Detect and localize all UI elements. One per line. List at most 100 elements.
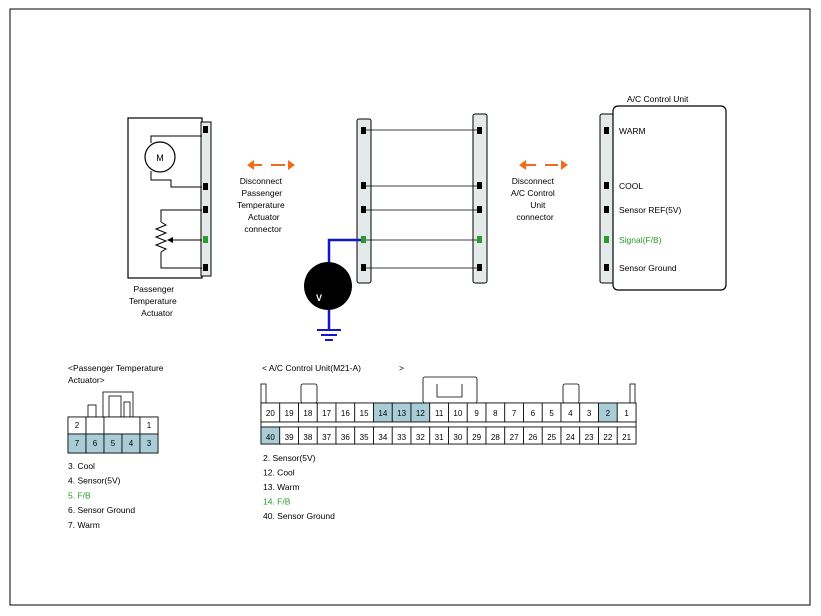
actuator-caption: Passenger Temperature Actuator [129,284,179,318]
connector-pin-number: 3 [587,409,592,418]
connector-divider [260,421,637,428]
legend-entry: 40. Sensor Ground [263,511,335,521]
diagram-frame [9,8,811,606]
connector-pin-number: 29 [472,433,481,442]
arrow-right-icon [288,160,295,170]
disconnect-right-line: A/C Control [511,188,555,198]
actuator-caption-line: Passenger [133,284,174,294]
connector-pin-number: 5 [111,439,116,448]
connector-pin-number: 18 [303,409,312,418]
breakout-pin [361,206,366,213]
breakout-pin [361,182,366,189]
connector-pin-number: 1 [624,409,629,418]
acu-connector-title-close: > [399,363,404,373]
actuator-connector-title: <Passenger Temperature Actuator> [68,363,166,385]
breakout-harness [356,113,488,284]
breakout-pin [477,206,482,213]
legend-entry: 7. Warm [68,520,100,530]
connector-pin-number: 21 [622,433,631,442]
wiper-arrow-icon [167,237,173,243]
actuator-pin-ref [203,206,208,213]
connector-pin-number: 2 [606,409,611,418]
voltmeter-icon [304,262,352,310]
connector-pin-number: 14 [378,409,387,418]
breakout-pin [477,264,482,271]
breakout-pin-signal [477,236,482,243]
acu-pin-label: Sensor Ground [619,263,677,273]
connector-pin-number: 39 [285,433,294,442]
connector-pin-number: 17 [322,409,331,418]
connector-pin-number: 11 [435,409,444,418]
acu-pin-label: WARM [619,126,646,136]
pot-wire-top [160,209,202,222]
disconnect-arrows-left [247,160,295,170]
pot-wire-bottom [160,252,202,269]
acu-pin-label: Sensor REF(5V) [619,205,682,215]
connector-lock-tab [422,376,478,404]
connector-pin-number: 25 [547,433,556,442]
disconnect-left-line: connector [244,224,281,234]
connector-pin-number: 37 [322,433,331,442]
actuator-pin-ground [203,264,208,271]
connector-cell [139,433,159,454]
connector-cell [616,426,637,445]
connector-pin-number: 31 [435,433,444,442]
disconnect-right-line: Disconnect [512,176,555,186]
actuator-block: M Passenger Temperature Actuator [127,117,212,318]
breakout-left-strip [356,118,372,284]
connector-pin-number: 4 [568,409,573,418]
connector-pin-number: 30 [453,433,462,442]
disconnect-left-line: Temperature [237,200,285,210]
connector-pin-number: 23 [585,433,594,442]
acu-body [612,105,727,291]
potentiometer-icon [154,221,168,253]
breakout-pin-signal [361,236,366,243]
disconnect-left-label: Disconnect Passenger Temperature Actuato… [237,176,287,234]
actuator-body [127,117,203,279]
connector-lock-tab-inner [108,395,122,418]
breakout-right-strip [472,113,488,284]
acu-pin-signal [604,236,609,243]
connector-pin-number: 28 [491,433,500,442]
actuator-pin-cool [203,183,208,190]
connector-pin-number: 8 [493,409,498,418]
breakout-pin [361,264,366,271]
connector-pin-number: 24 [566,433,575,442]
connector-pin-number: 16 [341,409,350,418]
breakout-pin [361,127,366,134]
acu-pin-label: COOL [619,181,643,191]
connector-latch [629,383,636,404]
disconnect-right-line: Unit [530,200,546,210]
connector-cell [103,416,141,435]
voltmeter: V [304,238,361,341]
connector-pin-number: 1 [147,421,152,430]
connector-pin-number: 40 [266,433,275,442]
connector-latch [87,404,97,418]
motor-wire-bottom [150,171,202,188]
breakout-pin [477,182,482,189]
connector-pin-number: 20 [266,409,275,418]
disconnect-arrows-right [519,160,568,170]
motor-icon [144,141,176,173]
connector-key [300,383,318,404]
connector-cell [85,416,105,435]
actuator-caption-line: Actuator [141,308,173,318]
legend-entry: 12. Cool [263,468,295,478]
acu-title: A/C Control Unit [627,94,689,104]
connector-pin-number: 32 [416,433,425,442]
connector-key [562,383,580,404]
acu-connector-title: < A/C Control Unit(M21-A) [262,363,361,373]
arrow-left-icon [247,160,254,170]
disconnect-right-label: Disconnect A/C Control Unit connector [511,176,557,222]
legend-entry: 13. Warm [263,482,300,492]
acu-block: A/C Control Unit WARM COOL Sensor REF(5V) S… [599,94,727,291]
connector-latch [260,383,267,404]
motor-label: M [156,153,164,163]
legend-entry: 6. Sensor Ground [68,505,135,515]
